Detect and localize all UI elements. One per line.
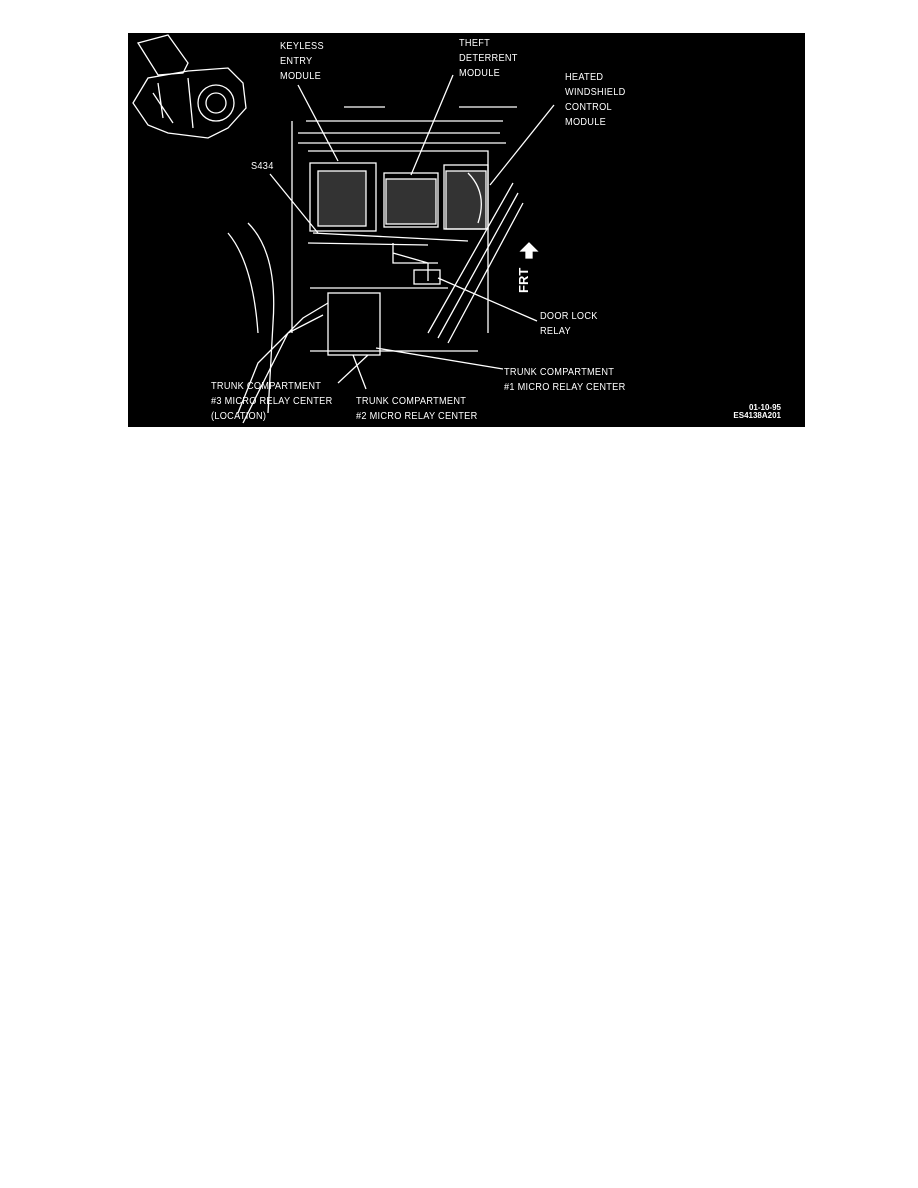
diagram-line-art	[132, 34, 555, 424]
trunk-relay-center-1-label: TRUNK COMPARTMENT#1 MICRO RELAY CENTER	[504, 367, 626, 393]
micro-relay-centers	[327, 292, 381, 356]
door-lock-relay	[413, 269, 441, 285]
trunk-relay-center-2-label: TRUNK COMPARTMENT#2 MICRO RELAY CENTER	[356, 396, 478, 422]
trunk-relay-center-3-label: TRUNK COMPARTMENT#3 MICRO RELAY CENTER(L…	[211, 381, 333, 422]
vehicle-locator-thumbnail	[132, 34, 247, 139]
front-direction-label: FRT	[516, 267, 531, 293]
theft-deterrent-module	[385, 178, 437, 225]
front-arrow-icon	[519, 242, 539, 259]
leader-lines	[269, 74, 555, 390]
splice-s434-label: S434	[251, 161, 274, 172]
keyless-entry-module	[317, 170, 367, 227]
heated-windshield-module	[445, 170, 487, 230]
